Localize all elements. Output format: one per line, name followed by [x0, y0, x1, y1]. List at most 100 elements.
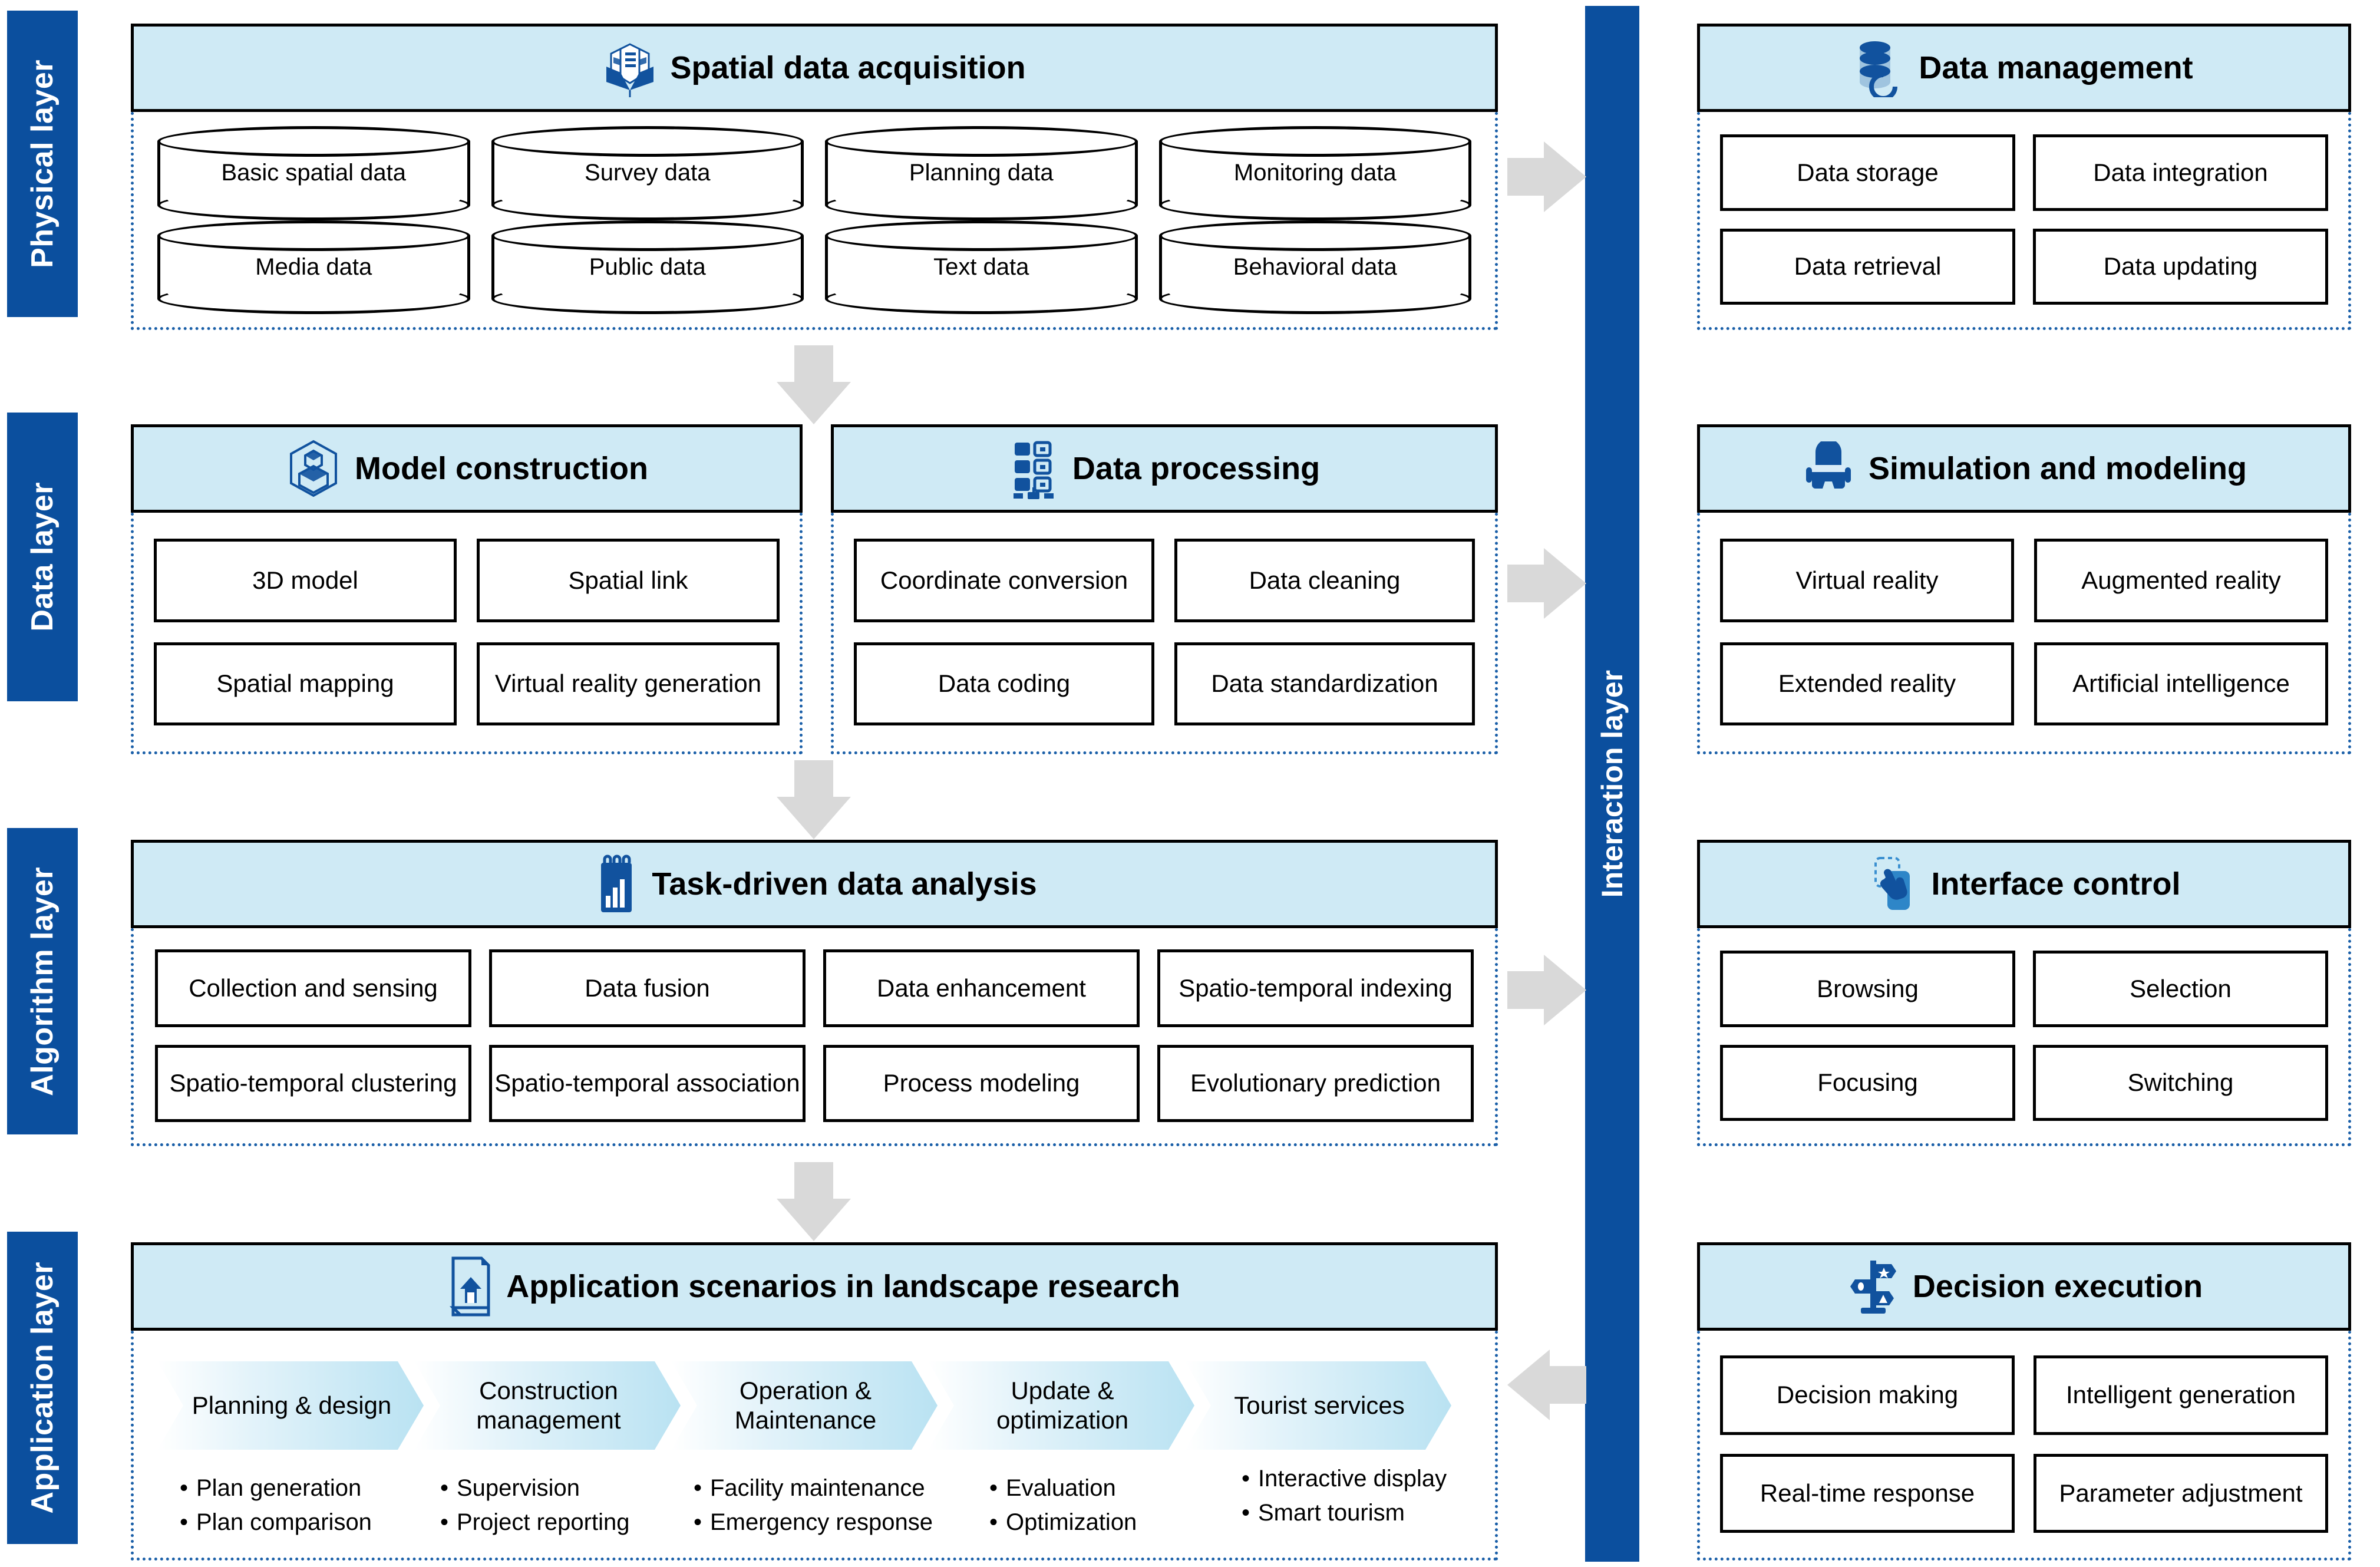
- item-box[interactable]: Data fusion: [489, 949, 806, 1027]
- module-application-scenarios: Application scenarios in landscape resea…: [131, 1242, 1498, 1561]
- module-data-management: Data management Data storage Data integr…: [1697, 24, 2351, 330]
- module-title-task-driven-data-analysis: Task-driven data analysis: [652, 866, 1037, 902]
- item-box[interactable]: Spatial mapping: [154, 642, 457, 725]
- module-header-simulation-and-modeling: Simulation and modeling: [1697, 424, 2351, 513]
- application-stage-chevron[interactable]: Tourist services: [1185, 1361, 1451, 1450]
- item-box[interactable]: Intelligent generation: [2034, 1355, 2328, 1435]
- item-label: Parameter adjustment: [2059, 1479, 2303, 1507]
- database-label: Public data: [589, 253, 706, 280]
- module-title-application-scenarios: Application scenarios in landscape resea…: [506, 1269, 1180, 1304]
- item-label: Selection: [2130, 974, 2232, 1002]
- item-box[interactable]: Spatio-temporal indexing: [1157, 949, 1474, 1027]
- item-box[interactable]: Decision making: [1720, 1355, 2015, 1435]
- database-cylinder[interactable]: Monitoring data: [1158, 126, 1471, 220]
- bullet-item: •Facility maintenance: [694, 1475, 925, 1501]
- item-box[interactable]: Data enhancement: [823, 949, 1140, 1027]
- item-box[interactable]: Coordinate conversion: [854, 539, 1154, 622]
- item-grid: Browsing Selection Focusing Switching: [1720, 951, 2328, 1121]
- item-box[interactable]: Evolutionary prediction: [1157, 1044, 1474, 1122]
- stage-bullets: •Facility maintenance •Emergency respons…: [694, 1471, 933, 1539]
- application-stage-chevron[interactable]: Construction management: [414, 1361, 681, 1450]
- database-cylinder[interactable]: Survey data: [491, 126, 804, 220]
- database-label: Text data: [933, 253, 1029, 280]
- item-label: Collection and sensing: [189, 974, 438, 1002]
- item-box[interactable]: Data coding: [854, 642, 1154, 725]
- item-grid: Collection and sensing Data fusion Data …: [155, 949, 1474, 1122]
- item-box[interactable]: Focusing: [1720, 1044, 2015, 1121]
- document-house-icon: [448, 1256, 493, 1317]
- application-stage-chevron[interactable]: Update & optimization: [928, 1361, 1194, 1450]
- item-box[interactable]: Selection: [2033, 951, 2328, 1027]
- module-header-decision-execution: Decision execution: [1697, 1242, 2351, 1331]
- module-simulation-and-modeling: Simulation and modeling Virtual reality …: [1697, 424, 2351, 754]
- item-box[interactable]: Extended reality: [1720, 642, 2014, 725]
- item-label: Coordinate conversion: [880, 566, 1128, 594]
- bullet-item: •Plan generation: [180, 1475, 362, 1501]
- database-cylinder[interactable]: Basic spatial data: [157, 126, 470, 220]
- item-box[interactable]: Switching: [2033, 1044, 2328, 1121]
- item-box[interactable]: Data standardization: [1174, 642, 1475, 725]
- database-cylinder[interactable]: Media data: [157, 220, 470, 314]
- layer-tab-data: Data layer: [7, 413, 78, 701]
- item-label: Data coding: [938, 669, 1071, 698]
- item-box[interactable]: Augmented reality: [2034, 539, 2328, 622]
- item-label: Spatial link: [568, 566, 688, 594]
- item-box[interactable]: Virtual reality: [1720, 539, 2014, 622]
- item-box[interactable]: Real-time response: [1720, 1453, 2015, 1533]
- item-box[interactable]: Spatio-temporal clustering: [155, 1044, 471, 1122]
- item-label: Virtual reality generation: [494, 669, 762, 698]
- item-box[interactable]: Browsing: [1720, 951, 2015, 1027]
- item-label: Virtual reality: [1795, 566, 1939, 594]
- item-box[interactable]: Data retrieval: [1720, 228, 2015, 305]
- module-body-decision-execution: Decision making Intelligent generation R…: [1697, 1331, 2351, 1561]
- item-box[interactable]: Virtual reality generation: [477, 642, 780, 725]
- item-label: Extended reality: [1778, 669, 1956, 698]
- module-header-spatial-data-acquisition: Spatial data acquisition: [131, 24, 1498, 112]
- module-decision-execution: Decision execution Decision making Intel…: [1697, 1242, 2351, 1561]
- item-grid: Data storage Data integration Data retri…: [1720, 134, 2328, 305]
- item-box[interactable]: Process modeling: [823, 1044, 1140, 1122]
- item-label: Data retrieval: [1794, 252, 1942, 281]
- stage-bullets: •Plan generation •Plan comparison: [180, 1471, 372, 1539]
- module-header-data-management: Data management: [1697, 24, 2351, 112]
- module-title-decision-execution: Decision execution: [1912, 1269, 2203, 1304]
- application-stage-chevron[interactable]: Planning & design: [157, 1361, 424, 1450]
- module-title-data-management: Data management: [1919, 50, 2193, 85]
- database-cylinder[interactable]: Planning data: [825, 126, 1138, 220]
- item-box[interactable]: Collection and sensing: [155, 949, 471, 1027]
- item-box[interactable]: Artificial intelligence: [2034, 642, 2328, 725]
- module-header-data-processing: Data processing: [831, 424, 1498, 513]
- database-label: Basic spatial data: [221, 160, 406, 186]
- item-label: Data cleaning: [1249, 566, 1401, 594]
- interaction-layer-label: Interaction layer: [1596, 669, 1629, 898]
- database-label: Monitoring data: [1233, 160, 1397, 186]
- item-label: Artificial intelligence: [2072, 669, 2290, 698]
- database-cylinder[interactable]: Public data: [491, 220, 804, 314]
- item-box[interactable]: Spatial link: [477, 539, 780, 622]
- bar-chart-notebook-icon: [592, 853, 639, 915]
- item-box[interactable]: Parameter adjustment: [2034, 1453, 2328, 1533]
- item-label: Evolutionary prediction: [1190, 1069, 1441, 1097]
- item-box[interactable]: 3D model: [154, 539, 457, 622]
- bullet-item: •Plan comparison: [180, 1509, 372, 1535]
- module-spatial-data-acquisition: Spatial data acquisition Basic spatial d…: [131, 24, 1498, 330]
- database-cylinder[interactable]: Text data: [825, 220, 1138, 314]
- module-body-data-management: Data storage Data integration Data retri…: [1697, 112, 2351, 330]
- item-box[interactable]: Data updating: [2033, 228, 2328, 305]
- database-cylinder[interactable]: Behavioral data: [1158, 220, 1471, 314]
- layer-tab-data-label: Data layer: [25, 482, 60, 632]
- vr-headset-icon: [1801, 441, 1856, 496]
- item-box[interactable]: Data integration: [2033, 134, 2328, 211]
- item-label: Switching: [2127, 1068, 2234, 1097]
- module-header-task-driven-data-analysis: Task-driven data analysis: [131, 840, 1498, 928]
- database-grid: Basic spatial data Survey data Planning …: [157, 126, 1471, 314]
- item-box[interactable]: Data cleaning: [1174, 539, 1475, 622]
- item-box[interactable]: Data storage: [1720, 134, 2015, 211]
- stage-label: Tourist services: [1234, 1391, 1405, 1419]
- module-title-interface-control: Interface control: [1931, 866, 2181, 902]
- item-label: Data fusion: [585, 974, 710, 1002]
- flow-arrow-right-processing-to-simulation: [1507, 548, 1586, 619]
- item-box[interactable]: Spatio-temporal association: [489, 1044, 806, 1122]
- application-stage-chevron[interactable]: Operation & Maintenance: [671, 1361, 938, 1450]
- stage-label: Update & optimization: [996, 1376, 1129, 1434]
